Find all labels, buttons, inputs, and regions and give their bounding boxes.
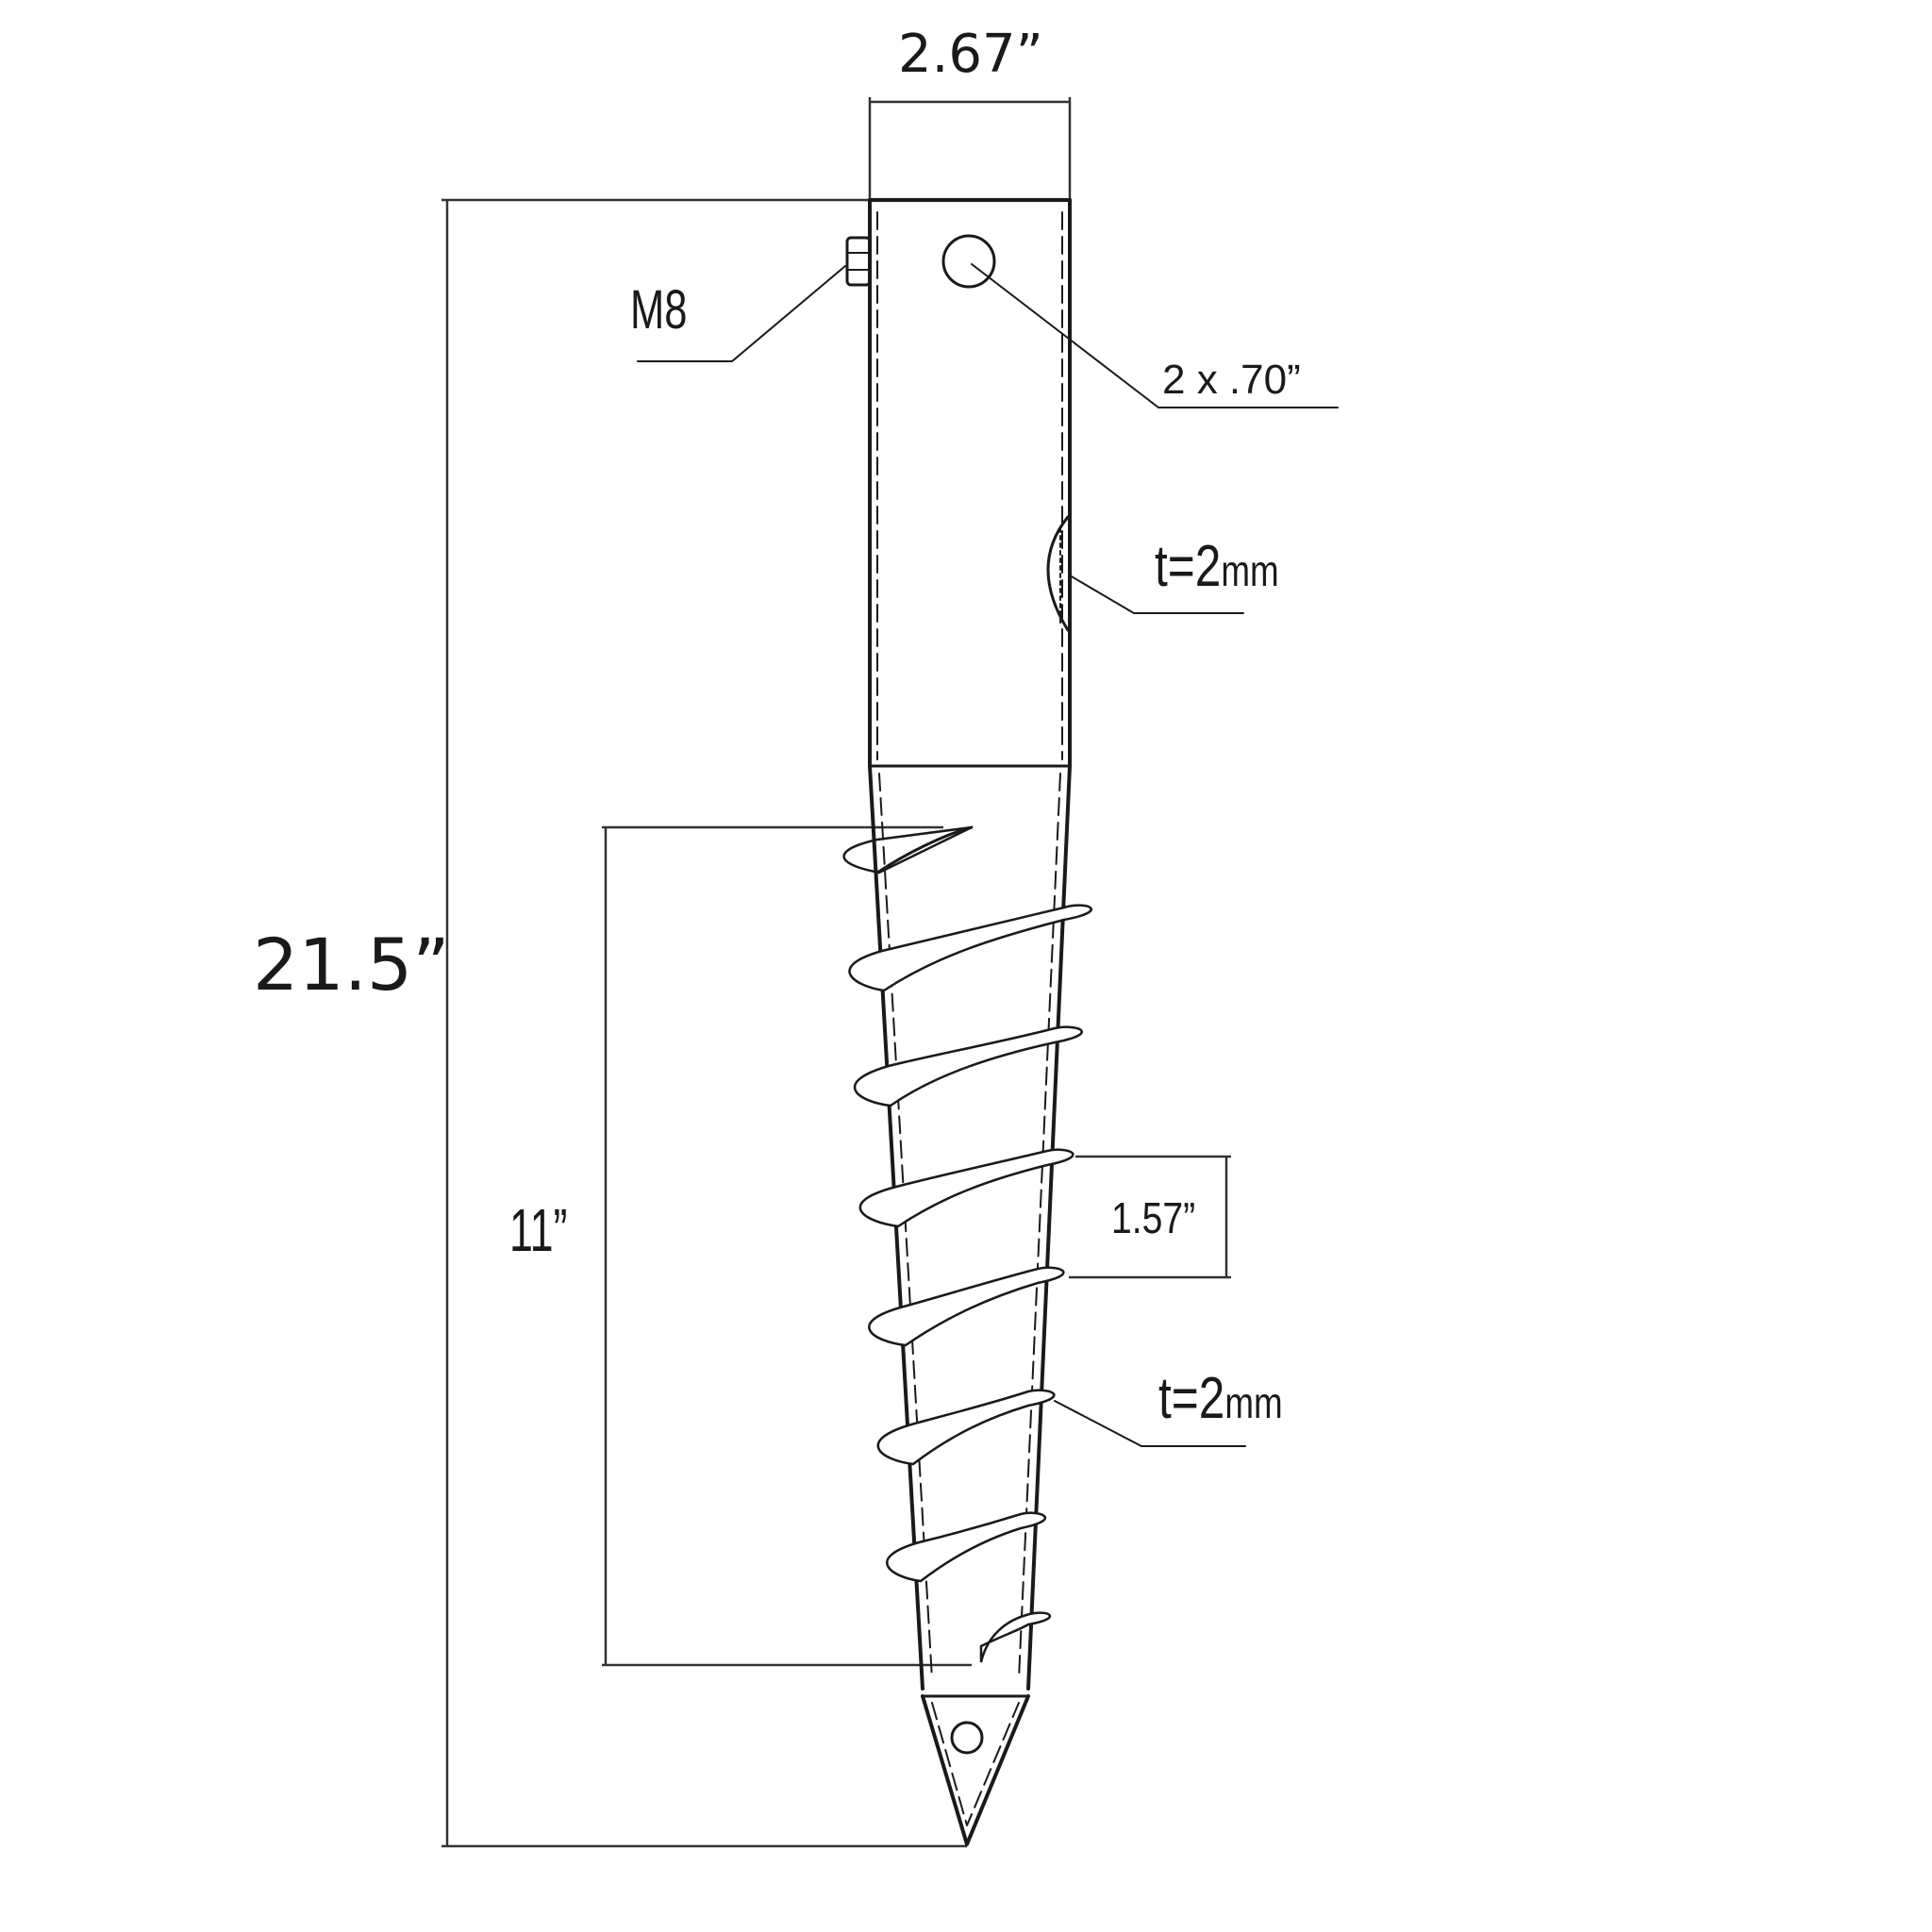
tube-body xyxy=(868,198,1072,768)
m8-bolt xyxy=(637,236,872,362)
tube-hole xyxy=(941,234,1339,408)
screw-tip xyxy=(921,1694,1030,1846)
thread-pitch-dimension xyxy=(1069,1155,1231,1279)
helical-flights xyxy=(842,825,1246,1663)
weld-bead xyxy=(1046,515,1244,632)
total-length-dimension xyxy=(441,198,967,1848)
thread-pitch-label: 1.57” xyxy=(1111,1193,1196,1242)
weld-thickness-label: t=2mm xyxy=(1155,538,1279,596)
m8-bolt-label: M8 xyxy=(630,279,688,341)
flange-thickness-value: t=2 xyxy=(1158,1366,1225,1431)
weld-thickness-value: t=2 xyxy=(1155,534,1222,599)
thread-length-dimension xyxy=(602,825,972,1667)
thread-length-label: 11” xyxy=(509,1196,568,1264)
weld-thickness-unit: mm xyxy=(1221,546,1279,595)
total-length-label: 21.5” xyxy=(253,923,450,1007)
top-width-dimension xyxy=(868,97,1072,200)
top-width-label: 2.67” xyxy=(898,24,1043,85)
flange-thickness-unit: mm xyxy=(1224,1378,1283,1427)
hole-callout-label: 2 x .70” xyxy=(1162,357,1301,403)
flange-thickness-label: t=2mm xyxy=(1158,1370,1283,1428)
